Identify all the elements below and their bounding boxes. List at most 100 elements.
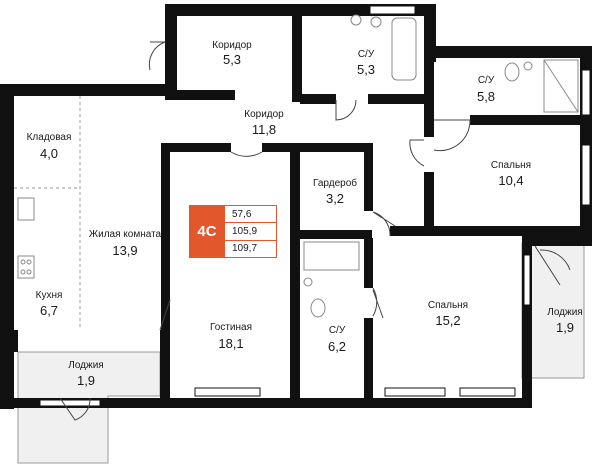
wall-bedroom1-left bbox=[424, 172, 434, 236]
stove-burner-1 bbox=[20, 259, 26, 265]
window-loggia-left bbox=[39, 399, 101, 407]
wall-lounge-right bbox=[290, 143, 300, 408]
room-name-loggia-left: Лоджия bbox=[68, 360, 104, 371]
room-area-living-room: 13,9 bbox=[112, 243, 138, 258]
room-area-wardrobe: 3,2 bbox=[325, 191, 345, 206]
room-name-bathroom-1: С/У bbox=[357, 49, 375, 60]
bathtub-1 bbox=[391, 17, 417, 81]
room-area-storage: 4,0 bbox=[39, 146, 59, 161]
room-area-bathroom-3: 6,2 bbox=[327, 339, 347, 354]
total-area-value: 105,9 bbox=[225, 222, 276, 239]
apartment-areas: 57,6 105,9 109,7 bbox=[225, 205, 277, 258]
room-name-corridor-2: Коридор bbox=[244, 109, 284, 120]
toilet-1 bbox=[370, 16, 382, 28]
wall-left bbox=[0, 84, 14, 409]
window-bath2 bbox=[581, 69, 591, 116]
wall-bath2-bottom bbox=[470, 115, 590, 125]
room-name-storage: Кладовая bbox=[26, 132, 72, 143]
stove-burner-2 bbox=[26, 259, 32, 265]
interior-walls bbox=[161, 10, 590, 408]
window-bedroom1 bbox=[581, 144, 591, 206]
room-area-bedroom-1: 10,4 bbox=[498, 173, 524, 188]
kitchen-stove bbox=[17, 255, 35, 279]
door-wardrobe bbox=[372, 211, 396, 237]
room-name-wardrobe: Гардероб bbox=[313, 178, 357, 189]
wall-corridor-bath bbox=[292, 10, 302, 102]
door-loggia-left bbox=[59, 397, 91, 421]
stove-burner-3 bbox=[20, 269, 26, 275]
doors bbox=[59, 41, 571, 421]
room-name-living-room: Жилая комната bbox=[88, 229, 162, 240]
room-area-bedroom-2: 15,2 bbox=[435, 313, 461, 328]
room-area-corridor-2: 11,8 bbox=[251, 122, 277, 137]
wall-bath1-bottom-right bbox=[368, 94, 434, 104]
door-bath2 bbox=[433, 119, 471, 152]
door-living bbox=[159, 299, 171, 331]
sink-2 bbox=[523, 61, 533, 71]
room-area-corridor-1: 5,3 bbox=[222, 52, 242, 67]
wall-bath1-bottom bbox=[300, 94, 336, 104]
shower-2-diag bbox=[543, 59, 579, 113]
sink-3 bbox=[303, 277, 313, 287]
apartment-type: 4С bbox=[189, 205, 225, 258]
wall-upper-right bbox=[424, 46, 589, 58]
zone-lines bbox=[14, 96, 81, 330]
toilet-2 bbox=[504, 62, 520, 82]
wall-corridor1-bottom bbox=[165, 90, 235, 100]
wall-bath3-right-bottom bbox=[364, 318, 373, 408]
wall-left-corner bbox=[0, 330, 18, 352]
wall-lounge-top-right bbox=[262, 143, 372, 152]
room-name-bedroom-1: Спальня bbox=[490, 160, 532, 171]
room-name-kitchen: Кухня bbox=[35, 290, 63, 301]
room-name-corridor-1: Коридор bbox=[212, 40, 252, 51]
total-area-with-balconies-value: 109,7 bbox=[225, 239, 276, 257]
wall-bottom bbox=[0, 398, 532, 408]
bathtub-3 bbox=[303, 241, 360, 271]
window-loggia-right bbox=[523, 254, 531, 306]
living-area-value: 57,6 bbox=[232, 208, 252, 220]
wall-bath3-right-top bbox=[364, 238, 373, 288]
wall-bedroom1-left-top bbox=[424, 115, 434, 137]
door-bedroom1 bbox=[409, 139, 425, 167]
door-loggia-right bbox=[534, 245, 571, 286]
apartment-badge: 4С 57,6 105,9 109,7 bbox=[189, 205, 277, 258]
room-area-loggia-right: 1,9 bbox=[555, 320, 575, 335]
sink-1 bbox=[350, 14, 362, 26]
wall-upper-left bbox=[0, 84, 177, 96]
wall-bath2-left bbox=[424, 55, 434, 115]
room-area-loggia-left: 1,9 bbox=[76, 373, 96, 388]
room-name-lounge: Гостиная bbox=[210, 322, 252, 333]
wall-bedroom1-bottom bbox=[390, 226, 590, 236]
room-name-loggia-right: Лоджия bbox=[547, 307, 583, 318]
room-name-bedroom-2: Спальня bbox=[427, 300, 469, 311]
loggia-fills bbox=[17, 242, 585, 464]
window-bedroom2-b bbox=[459, 387, 516, 397]
kitchen-sink bbox=[17, 197, 35, 221]
windows bbox=[39, 5, 591, 407]
window-lounge bbox=[194, 387, 261, 397]
room-area-lounge: 18,1 bbox=[218, 336, 244, 351]
room-area-bathroom-2: 5,8 bbox=[476, 89, 496, 104]
door-bath1 bbox=[335, 99, 357, 121]
wall-wardrobe-right bbox=[364, 143, 373, 211]
wall-wardrobe-bottom bbox=[300, 230, 372, 239]
wall-right-lower bbox=[522, 236, 532, 406]
door-lounge bbox=[230, 151, 263, 157]
wall-left-top bbox=[165, 4, 177, 94]
wall-living-right bbox=[161, 143, 170, 333]
wall-left-bottom-inner bbox=[160, 330, 170, 408]
wall-right-step bbox=[522, 236, 592, 246]
window-bedroom2-a bbox=[384, 387, 446, 397]
door-corridor1 bbox=[148, 41, 166, 71]
room-area-bathroom-1: 5,3 bbox=[356, 62, 376, 77]
room-name-bathroom-2: С/У bbox=[477, 75, 495, 86]
fixtures bbox=[17, 14, 579, 318]
window-bath1 bbox=[369, 5, 416, 15]
wall-lounge-top-left bbox=[161, 143, 231, 152]
door-bath3 bbox=[372, 287, 384, 319]
stove-burner-4 bbox=[26, 269, 32, 275]
room-area-kitchen: 6,7 bbox=[39, 303, 59, 318]
room-name-bathroom-3: С/У bbox=[328, 325, 346, 336]
toilet-3 bbox=[310, 298, 326, 318]
